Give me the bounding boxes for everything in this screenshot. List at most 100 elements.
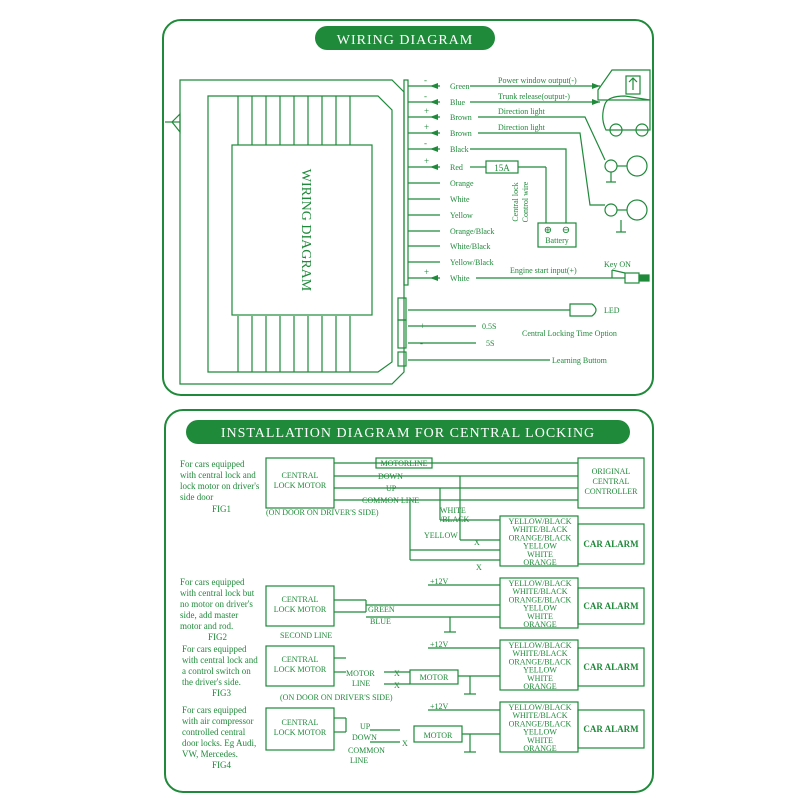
fig4-up: UP <box>360 722 371 731</box>
fig1-yellow: YELLOW <box>424 531 458 540</box>
fig2-12v: +12V <box>430 577 449 586</box>
fig1-desc-3: lock motor on driver's <box>180 481 260 491</box>
fig3-description: For cars equipped with central lock and … <box>182 644 258 698</box>
fig1-controller-1: ORIGINAL <box>592 467 631 476</box>
fig3-motor-2: LOCK MOTOR <box>274 665 327 674</box>
fig1-alarm-wire-2: ORANGE/BLACK <box>509 533 572 542</box>
install-title: INSTALLATION DIAGRAM FOR CENTRAL LOCKING <box>221 426 595 441</box>
control-unit-inner <box>207 95 393 373</box>
fig3-x-mark-1: X <box>394 669 400 678</box>
fig1-controller-2: CENTRAL <box>593 477 630 486</box>
fig3-x-mark-2: X <box>394 681 400 690</box>
fig3-alarm-wire-1: WHITE/BLACK <box>512 649 567 658</box>
fig4-x-mark: X <box>402 739 408 748</box>
control-unit-label-box <box>231 144 373 316</box>
fig3-desc-4: the driver's side. <box>182 677 241 687</box>
fig1-white-black-2: /BLACK <box>440 515 470 524</box>
fig4-common-1: COMMON <box>348 746 385 755</box>
fig2-desc-4: side, add master <box>180 610 238 620</box>
fig2-alarm-wire-1: WHITE/BLACK <box>512 587 567 596</box>
fig3-door-note: (ON DOOR ON DRIVER'S SIDE) <box>280 693 393 702</box>
fig4-common-2: LINE <box>350 756 368 765</box>
fig1-alarm-wire-4: WHITE <box>527 550 553 559</box>
fig4-description: For cars equipped with air compressor co… <box>182 705 256 770</box>
fig4-alarm-wire-3: YELLOW <box>523 728 557 737</box>
wire-sign-12: + <box>424 267 429 277</box>
fig3-motor-1: CENTRAL <box>282 655 319 664</box>
fig4-12v: +12V <box>430 702 449 711</box>
direction-light-icon-1 <box>604 155 648 183</box>
fig3-alarm-wire-3: YELLOW <box>523 666 557 675</box>
fig1-up: UP <box>386 484 397 493</box>
fig2-desc-1: For cars equipped <box>180 577 245 587</box>
fig2-alarm-wire-5: ORANGE <box>523 620 556 629</box>
wire-dest-0: Power window output(-) <box>498 76 577 85</box>
fig2-desc-3: no motor on driver's <box>180 599 253 609</box>
battery-label: Battery <box>545 236 569 245</box>
led-icon <box>569 303 597 317</box>
battery-minus: ⊖ <box>562 225 570 236</box>
wire-color-2: Brown <box>450 113 472 122</box>
fig2-drawing <box>265 577 645 633</box>
fig4-motor-2: LOCK MOTOR <box>274 728 327 737</box>
fig3-alarm-wire-0: YELLOW/BLACK <box>508 641 571 650</box>
fig1-desc-1: For cars equipped <box>180 459 245 469</box>
wire-color-7: White <box>450 195 470 204</box>
fig1-motor-1: CENTRAL <box>282 471 319 480</box>
wire-color-12: White <box>450 274 470 283</box>
wire-sign-4: - <box>424 138 427 148</box>
direction-light-icon-2 <box>604 199 648 233</box>
fig4-motor-box: MOTOR <box>424 731 453 740</box>
mount-tab <box>171 112 181 134</box>
wire-sign-2: + <box>424 106 429 116</box>
fig3-alarm-wire-4: WHITE <box>527 674 553 683</box>
time-minus: - <box>420 338 423 348</box>
fig1-motorline: MOTORLINE <box>381 459 428 468</box>
fig2-blue: BLUE <box>370 617 391 626</box>
fuse <box>485 160 519 174</box>
fig4-desc-5: VW, Mercedes. <box>182 749 238 759</box>
led-connector <box>397 297 407 321</box>
fig1-x-mark-1: X <box>474 538 480 547</box>
fig1-door-note: (ON DOOR ON DRIVER'S SIDE) <box>266 508 379 517</box>
fig2-alarm-wire-0: YELLOW/BLACK <box>508 579 571 588</box>
wire-color-11: Yellow/Black <box>450 258 494 267</box>
wire-color-8: Yellow <box>450 211 473 220</box>
wire-sign-5: + <box>424 156 429 166</box>
fig2-second-line: SECOND LINE <box>280 631 332 640</box>
fig1-drawing <box>265 457 645 567</box>
fig4-alarm-wire-0: YELLOW/BLACK <box>508 703 571 712</box>
install-panel-frame <box>164 409 654 793</box>
car-trunk-icon <box>602 95 651 137</box>
ignition-key-icon <box>611 269 650 284</box>
central-lock-label-1: Central lock <box>511 182 520 221</box>
time-plus: + <box>420 321 425 331</box>
wire-sign-3: + <box>424 122 429 132</box>
fig1-alarm-wire-0: YELLOW/BLACK <box>508 517 571 526</box>
time-option-jumper <box>397 319 407 349</box>
fig1-motor-2: LOCK MOTOR <box>274 481 327 490</box>
fig2-alarm-wire-3: YELLOW <box>523 604 557 613</box>
car-alarm-connectors: YELLOW/BLACKWHITE/BLACKORANGE/BLACKYELLO… <box>508 517 639 753</box>
fig1-alarm-wire-1: WHITE/BLACK <box>512 525 567 534</box>
control-unit-ribs-bottom <box>237 316 351 372</box>
wire-dest-3: Direction light <box>498 123 546 132</box>
fig4-desc-1: For cars equipped <box>182 705 247 715</box>
control-unit-ribs-top <box>237 96 351 145</box>
wiring-title-pill <box>315 26 495 50</box>
wiring-title: WIRING DIAGRAM <box>337 33 474 48</box>
fig3-desc-2: with central lock and <box>182 655 258 665</box>
wire-arrows <box>430 83 600 281</box>
time-option-label: Central Locking Time Option <box>522 329 617 338</box>
fig2-desc-2: with central lock but <box>180 588 255 598</box>
install-title-pill <box>186 420 630 444</box>
wire-sign-0: - <box>424 75 427 85</box>
fig1-car-alarm-label: CAR ALARM <box>583 539 639 549</box>
wire-color-5: Red <box>450 163 463 172</box>
fig2-motor-1: CENTRAL <box>282 595 319 604</box>
wire-sign-1: - <box>424 91 427 101</box>
wire-color-3: Brown <box>450 129 472 138</box>
fig4-name: FIG4 <box>212 760 232 770</box>
fig3-drawing <box>265 639 645 695</box>
